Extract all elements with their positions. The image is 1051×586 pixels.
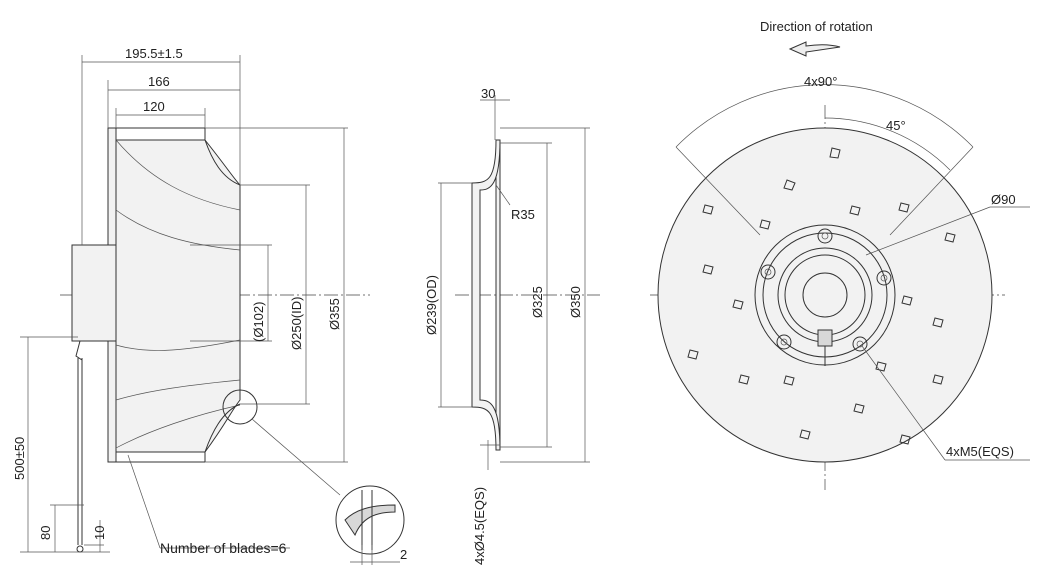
dim-cable-80: 80 [38, 526, 53, 540]
dim-hub-circle: Ø90 [991, 192, 1016, 207]
dim-cable-length: 500±50 [12, 437, 27, 480]
label-blades: Number of blades=6 [160, 540, 287, 556]
dim-angle-4x90: 4x90° [804, 74, 837, 89]
dim-ring-thickness: 30 [481, 86, 495, 101]
dim-bolt-circle: Ø325 [530, 286, 545, 318]
ring-section-view: 30 R35 Ø239(OD) Ø325 Ø350 4xØ4.5(EQS) [424, 86, 600, 565]
front-view: 4x90° 45° Ø90 4xM5(EQS) Direction of rot… [650, 19, 1030, 490]
dim-inlet-id: Ø250(ID) [289, 297, 304, 350]
dim-radius: R35 [511, 207, 535, 222]
dim-120: 120 [143, 99, 165, 114]
side-view: 2 195.5±1.5 166 120 (Ø102) Ø250(ID) Ø355 [12, 46, 407, 565]
dim-overall-depth: 195.5±1.5 [125, 46, 183, 61]
dim-threads: 4xM5(EQS) [946, 444, 1014, 459]
dim-detail-2: 2 [400, 547, 407, 562]
dim-cable-10: 10 [92, 526, 107, 540]
dim-ring-dia: Ø350 [568, 286, 583, 318]
rotation-arrow-icon [788, 41, 841, 57]
label-rotation: Direction of rotation [760, 19, 873, 34]
dim-ring-od: Ø239(OD) [424, 275, 439, 335]
dim-holes: 4xØ4.5(EQS) [472, 487, 487, 565]
dim-hub-dia: (Ø102) [251, 302, 266, 342]
dim-166: 166 [148, 74, 170, 89]
dim-outer-dia: Ø355 [327, 298, 342, 330]
dim-angle-45: 45° [886, 118, 906, 133]
